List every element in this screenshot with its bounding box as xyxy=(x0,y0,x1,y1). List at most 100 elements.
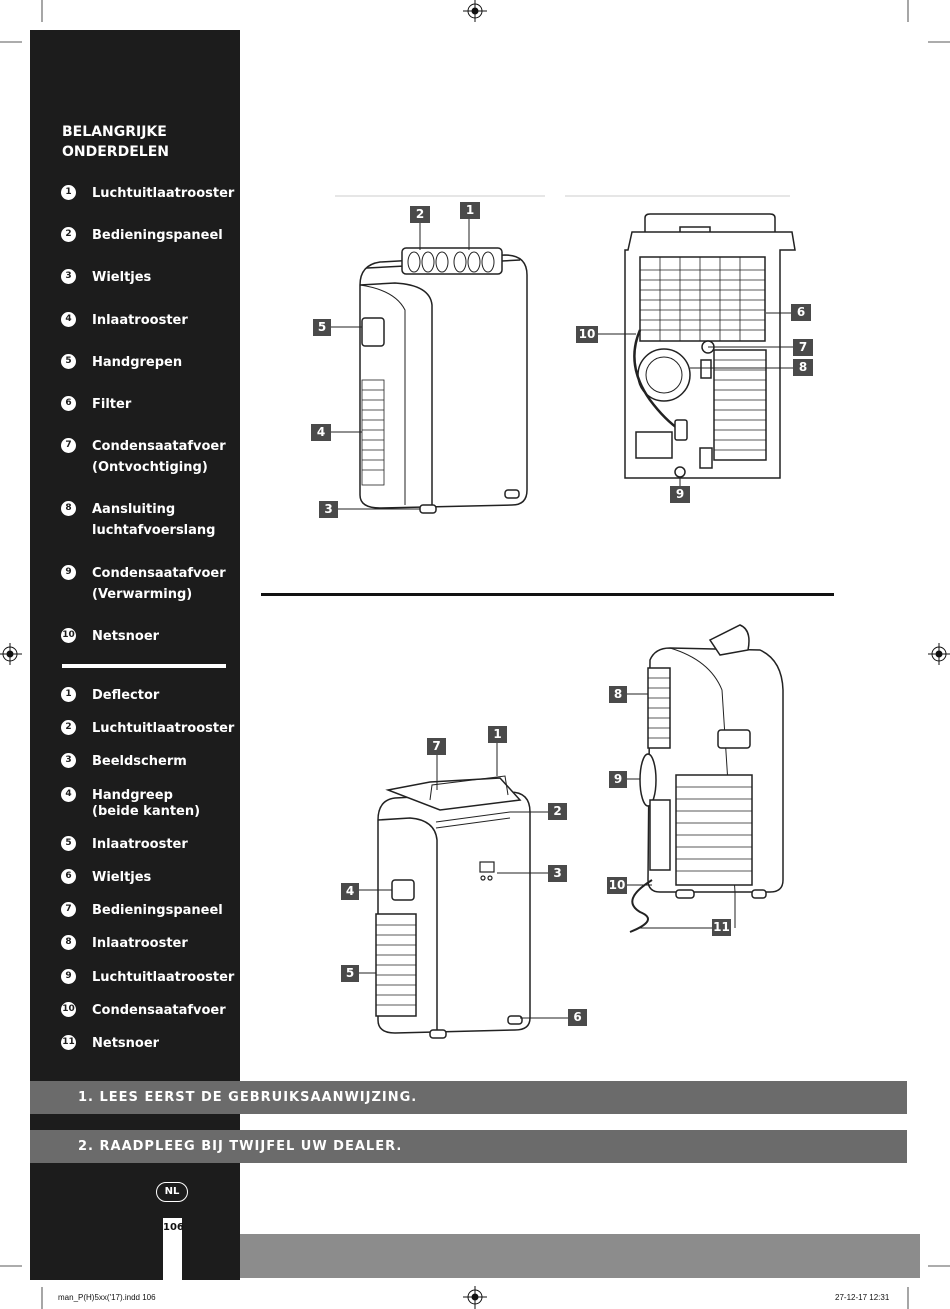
part-item: Condensaatafvoer (Ontvochtiging) xyxy=(92,436,232,478)
callout-top-front-3: 3 xyxy=(319,501,338,518)
callout-bottom-front-4: 4 xyxy=(341,883,359,900)
part-alt-item-label: Beeldscherm xyxy=(92,754,187,769)
part-alt-item-label: Handgreep xyxy=(92,788,173,803)
part-number-icon: 3 xyxy=(61,269,76,284)
footer-date: 27-12-17 12:31 xyxy=(835,1293,890,1302)
part-alt-number-icon: 10 xyxy=(61,1002,76,1017)
part-item-sublabel: (Verwarming) xyxy=(92,587,193,602)
part-alt-item: Wieltjes xyxy=(92,867,232,888)
part-alt-number-icon: 4 xyxy=(61,787,76,802)
part-item: Condensaatafvoer (Verwarming) xyxy=(92,563,232,605)
part-alt-number-icon: 9 xyxy=(61,969,76,984)
part-item: Aansluiting luchtafvoerslang xyxy=(92,499,232,541)
registration-mark-top xyxy=(463,0,487,22)
part-item: Handgrepen xyxy=(92,352,232,373)
part-alt-item-label: Luchtuitlaatrooster xyxy=(92,721,235,736)
callout-top-front-5: 5 xyxy=(313,319,331,336)
part-alt-number-icon: 3 xyxy=(61,753,76,768)
part-alt-item: Netsnoer xyxy=(92,1033,232,1054)
callout-bottom-front-5: 5 xyxy=(341,965,359,982)
part-alt-item-label: Inlaatrooster xyxy=(92,837,188,852)
part-alt-item: Inlaatrooster xyxy=(92,933,232,954)
part-item: Inlaatrooster xyxy=(92,310,232,331)
part-alt-item-sublabel: (beide kanten) xyxy=(92,804,201,819)
part-alt-number-icon: 6 xyxy=(61,869,76,884)
part-item: Wieltjes xyxy=(92,267,232,288)
sidebar-title: BELANGRIJKE ONDERDELEN xyxy=(62,124,169,160)
part-alt-item: Luchtuitlaatrooster xyxy=(92,967,235,988)
part-item-sublabel: (Ontvochtiging) xyxy=(92,460,208,475)
part-number-icon: 2 xyxy=(61,227,76,242)
part-item-label: Wieltjes xyxy=(92,270,152,285)
part-item-sublabel: luchtafvoerslang xyxy=(92,523,216,538)
callout-top-back-7: 7 xyxy=(793,339,813,356)
callout-bottom-back-9: 9 xyxy=(609,771,627,788)
part-item-label: Handgrepen xyxy=(92,355,183,370)
part-item-label: Condensaatafvoer xyxy=(92,439,226,454)
part-alt-item: Deflector xyxy=(92,685,232,706)
part-alt-item-label: Wieltjes xyxy=(92,870,152,885)
part-number-icon: 7 xyxy=(61,438,76,453)
callout-bottom-front-1: 1 xyxy=(488,726,507,743)
part-alt-number-icon: 7 xyxy=(61,902,76,917)
part-alt-item-label: Netsnoer xyxy=(92,1036,160,1051)
part-alt-number-icon: 8 xyxy=(61,935,76,950)
part-item: Luchtuitlaatrooster xyxy=(92,183,235,204)
part-item-label: Luchtuitlaatrooster xyxy=(92,186,235,201)
bottom-gray-band xyxy=(240,1234,920,1278)
part-number-icon: 9 xyxy=(61,565,76,580)
part-alt-number-icon: 2 xyxy=(61,720,76,735)
callout-top-front-4: 4 xyxy=(311,424,331,441)
part-item-label: Condensaatafvoer xyxy=(92,566,226,581)
sidebar-divider xyxy=(62,664,226,668)
callout-top-front-1: 1 xyxy=(460,202,480,219)
part-alt-item-label: Inlaatrooster xyxy=(92,936,188,951)
part-alt-number-icon: 5 xyxy=(61,836,76,851)
part-item-label: Netsnoer xyxy=(92,629,160,644)
part-number-icon: 6 xyxy=(61,396,76,411)
part-item: Bedieningspaneel xyxy=(92,225,232,246)
part-alt-item: Condensaatafvoer xyxy=(92,1000,232,1021)
part-alt-number-icon: 11 xyxy=(61,1035,76,1050)
part-item-label: Inlaatrooster xyxy=(92,313,188,328)
part-number-icon: 10 xyxy=(61,628,76,643)
part-alt-item-label: Deflector xyxy=(92,688,160,703)
notice-2-text: 2. RAADPLEEG BIJ TWIJFEL UW DEALER. xyxy=(78,1139,403,1154)
part-number-icon: 4 xyxy=(61,312,76,327)
callout-bottom-back-10: 10 xyxy=(607,877,627,894)
callout-top-back-6: 6 xyxy=(791,304,811,321)
part-alt-item-label: Luchtuitlaatrooster xyxy=(92,970,235,985)
callout-top-front-2: 2 xyxy=(410,206,430,223)
part-item-label: Aansluiting xyxy=(92,502,176,517)
part-item-label: Filter xyxy=(92,397,132,412)
callout-top-back-10: 10 xyxy=(576,326,598,343)
part-alt-item: Beeldscherm xyxy=(92,751,232,772)
part-number-icon: 1 xyxy=(61,185,76,200)
callout-top-back-8: 8 xyxy=(793,359,813,376)
part-alt-item-label: Bedieningspaneel xyxy=(92,903,223,918)
notice-bar-1: 1. LEES EERST DE GEBRUIKSAANWIJZING. xyxy=(30,1081,907,1114)
part-alt-item: Handgreep(beide kanten) xyxy=(92,785,232,822)
part-number-icon: 5 xyxy=(61,354,76,369)
part-number-icon: 8 xyxy=(61,501,76,516)
registration-mark-bottom xyxy=(463,1286,487,1309)
part-alt-item: Luchtuitlaatrooster xyxy=(92,718,235,739)
part-item: Filter xyxy=(92,394,232,415)
part-item: Netsnoer xyxy=(92,626,232,647)
callout-bottom-front-2: 2 xyxy=(548,803,567,820)
part-alt-number-icon: 1 xyxy=(61,687,76,702)
callout-bottom-back-8: 8 xyxy=(609,686,627,703)
notice-1-text: 1. LEES EERST DE GEBRUIKSAANWIJZING. xyxy=(78,1090,418,1105)
section-divider xyxy=(261,593,834,596)
part-alt-item: Inlaatrooster xyxy=(92,834,232,855)
page-number: 106 xyxy=(163,1222,184,1233)
notice-bar-2: 2. RAADPLEEG BIJ TWIJFEL UW DEALER. xyxy=(30,1130,907,1163)
language-badge: NL xyxy=(156,1182,188,1202)
footer-filename: man_P(H)5xx('17).indd 106 xyxy=(58,1293,156,1302)
registration-mark-left xyxy=(0,643,22,665)
